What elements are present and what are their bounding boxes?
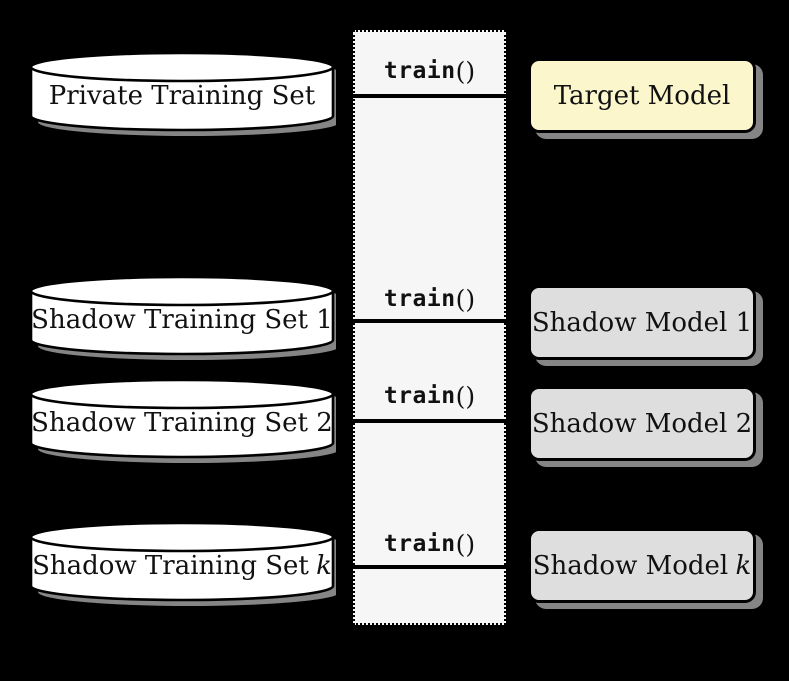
- model-label-text: Shadow Model 1: [531, 307, 753, 338]
- train-function-name: train: [383, 58, 456, 84]
- train-function-name: train: [383, 531, 456, 557]
- dataset-cylinder-shadow-2: Shadow Training Set 2: [28, 377, 336, 467]
- dataset-label-text: Shadow Training Set: [32, 551, 309, 581]
- train-function-label: train(): [353, 529, 506, 559]
- connector-line-row2: [336, 319, 530, 323]
- database-cylinder-icon: [29, 378, 336, 463]
- train-function-name: train: [383, 383, 456, 409]
- model-label-text: Target Model: [553, 80, 731, 111]
- dataset-label-var: k: [316, 551, 332, 581]
- train-function-parens: (): [455, 381, 476, 411]
- dataset-label: Private Training Set: [28, 74, 336, 118]
- database-cylinder-icon: [29, 275, 336, 360]
- training-process-band: [353, 30, 506, 625]
- dataset-label: Shadow Training Set 1: [28, 298, 336, 342]
- train-function-parens: (): [455, 56, 476, 86]
- dataset-label-text: Shadow Training Set 1: [31, 305, 333, 335]
- target-model-box: Target Model: [528, 58, 756, 133]
- database-cylinder-icon: [29, 521, 336, 606]
- train-function-label: train(): [353, 56, 506, 86]
- model-label-text: Shadow Model 2: [531, 408, 753, 439]
- model-label-text: Shadow Model: [532, 550, 729, 581]
- shadow-model-2-box: Shadow Model 2: [528, 386, 756, 461]
- train-function-name: train: [383, 286, 456, 312]
- train-function-parens: (): [455, 284, 476, 314]
- shadow-model-1-box: Shadow Model 1: [528, 285, 756, 360]
- dataset-label-text: Private Training Set: [48, 81, 316, 111]
- dataset-cylinder-shadow-1: Shadow Training Set 1: [28, 274, 336, 364]
- train-function-label: train(): [353, 381, 506, 411]
- dataset-cylinder-private: Private Training Set: [28, 50, 336, 140]
- database-cylinder-icon: [29, 51, 336, 136]
- connector-line-row4: [336, 565, 530, 569]
- train-function-parens: (): [455, 529, 476, 559]
- connector-line-row3: [336, 419, 530, 423]
- model-label-var: k: [735, 550, 752, 581]
- dataset-label-text: Shadow Training Set 2: [31, 408, 333, 438]
- connector-line-row1: [336, 94, 530, 98]
- train-function-label: train(): [353, 284, 506, 314]
- dataset-label: Shadow Training Set 2: [28, 401, 336, 445]
